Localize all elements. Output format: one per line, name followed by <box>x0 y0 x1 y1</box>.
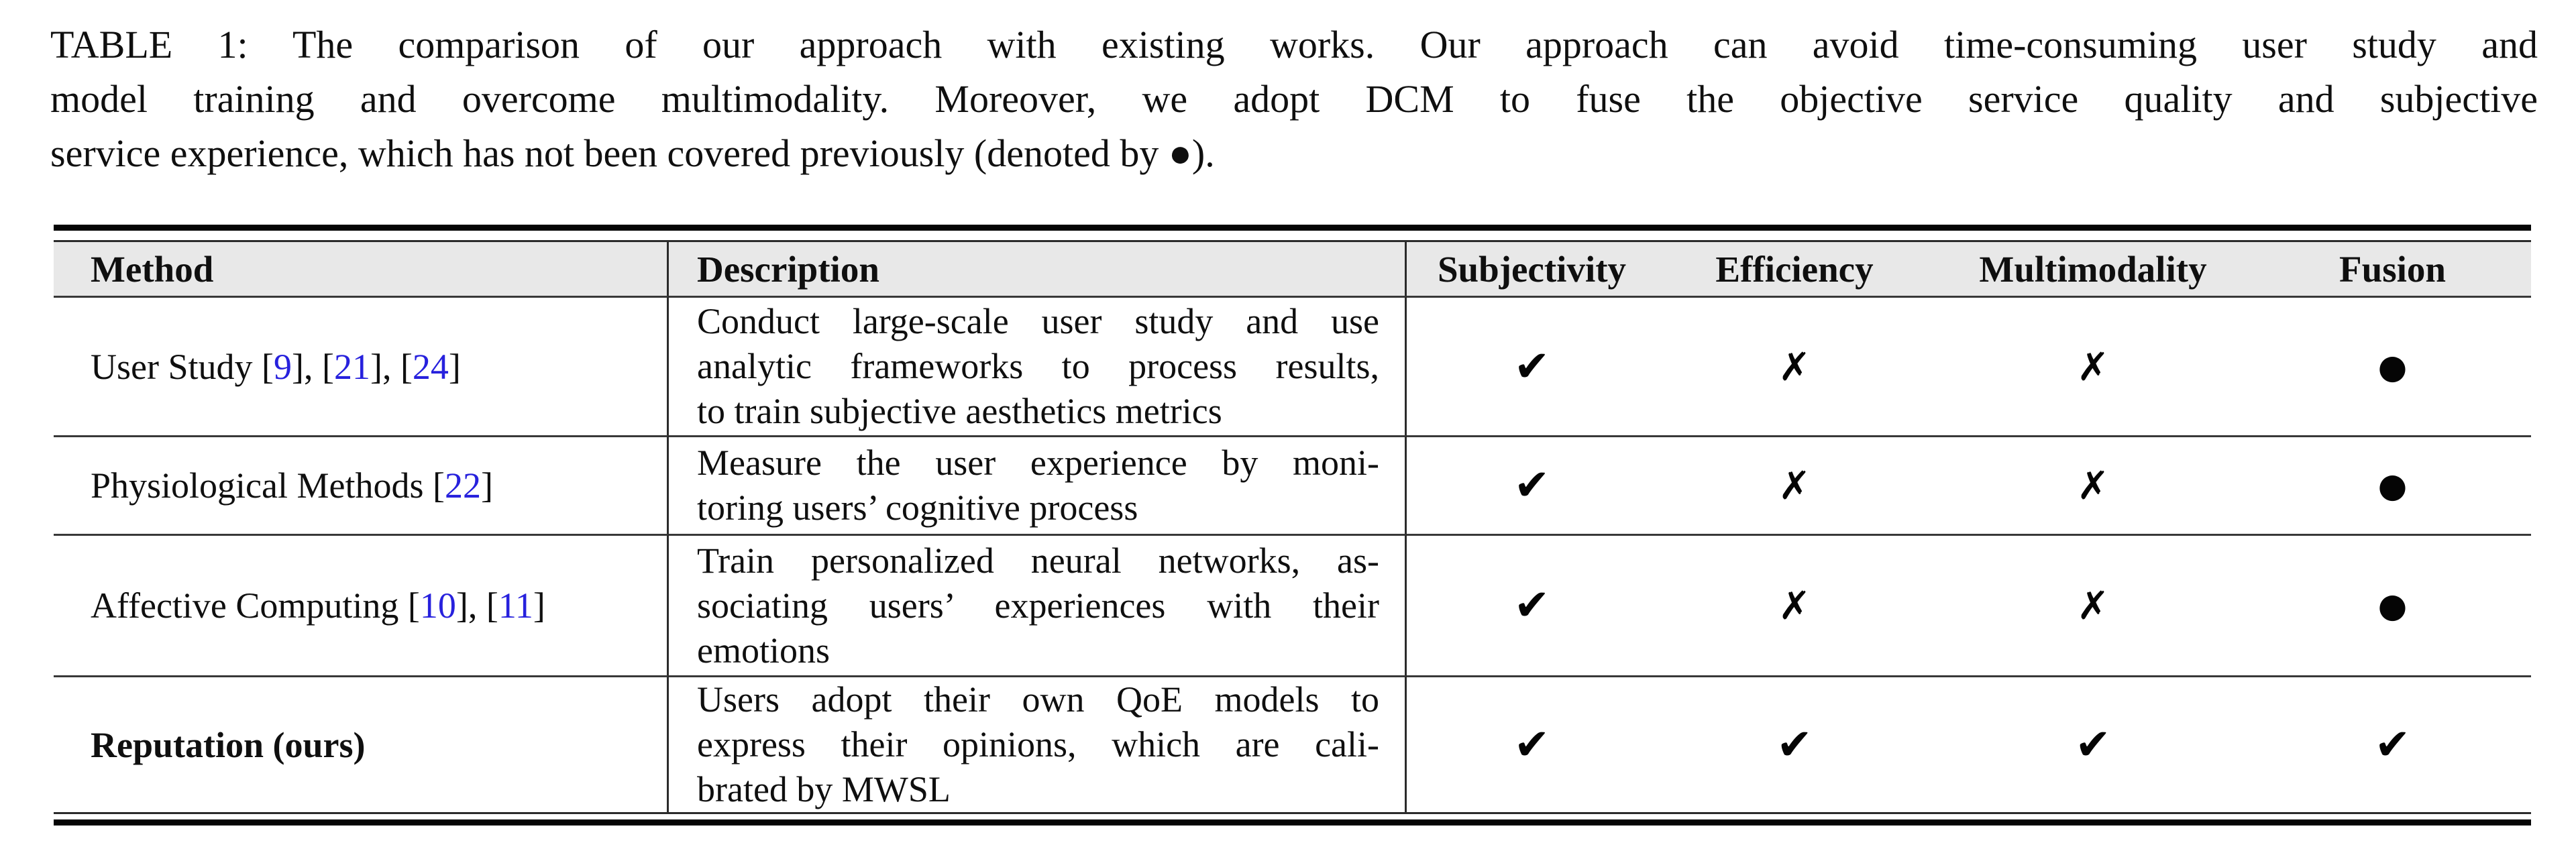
table-caption: TABLE 1: The comparison of our approach … <box>50 17 2538 180</box>
cross-mark-icon: ✗ <box>1932 534 2254 675</box>
method-cell: Physiological Methods [22] <box>54 435 669 534</box>
check-mark-icon: ✔ <box>1932 675 2254 812</box>
comparison-table: Method Description Subjectivity Efficien… <box>54 240 2531 814</box>
cross-mark-icon: ✗ <box>1932 296 2254 435</box>
method-name: User Study <box>91 346 253 387</box>
col-header-multimodality: Multimodality <box>1932 242 2254 296</box>
citation-link[interactable]: 11 <box>498 585 533 626</box>
description-line: express their opinions, which are cali- <box>697 724 1379 764</box>
method-name: Affective Computing <box>91 585 399 626</box>
description-line: analytic frameworks to process results, <box>697 346 1379 386</box>
description-line: emotions <box>697 630 830 671</box>
check-mark-icon: ✔ <box>1407 296 1657 435</box>
description-cell: Train personalized neural networks, as-s… <box>669 534 1407 675</box>
method-name: Reputation (ours) <box>91 724 366 765</box>
cross-mark-icon: ✗ <box>1932 435 2254 534</box>
dot-mark-icon: ● <box>2254 296 2531 435</box>
method-cell: Affective Computing [10], [11] <box>54 534 669 675</box>
col-header-description: Description <box>669 242 1407 296</box>
col-header-subjectivity: Subjectivity <box>1407 242 1657 296</box>
description-line: toring users’ cognitive process <box>697 488 1138 528</box>
method-cell: Reputation (ours) <box>54 675 669 812</box>
caption-line: TABLE 1: The comparison of our approach … <box>50 23 2538 66</box>
dot-mark-icon: ● <box>2254 435 2531 534</box>
description-line: Measure the user experience by moni- <box>697 443 1379 483</box>
col-header-method: Method <box>54 242 669 296</box>
check-mark-icon: ✔ <box>2254 675 2531 812</box>
cross-mark-icon: ✗ <box>1657 435 1932 534</box>
caption-line: model training and overcome multimodalit… <box>50 77 2538 121</box>
method-cell: User Study [9], [21], [24] <box>54 296 669 435</box>
check-mark-icon: ✔ <box>1407 675 1657 812</box>
top-rule <box>54 225 2531 231</box>
col-header-efficiency: Efficiency <box>1657 242 1932 296</box>
description-line: brated by MWSL <box>697 769 951 809</box>
caption-line: service experience, which has not been c… <box>50 131 1215 175</box>
method-name: Physiological Methods <box>91 465 424 506</box>
citation-link[interactable]: 10 <box>419 585 456 626</box>
check-mark-icon: ✔ <box>1407 534 1657 675</box>
bottom-rule <box>54 819 2531 826</box>
description-line: Users adopt their own QoE models to <box>697 679 1379 720</box>
citation-link[interactable]: 21 <box>333 346 370 387</box>
description-line: to train subjective aesthetics metrics <box>697 391 1222 431</box>
description-cell: Measure the user experience by moni-tori… <box>669 435 1407 534</box>
check-mark-icon: ✔ <box>1657 675 1932 812</box>
check-mark-icon: ✔ <box>1407 435 1657 534</box>
citation-link[interactable]: 22 <box>444 465 481 506</box>
table-wrap: Method Description Subjectivity Efficien… <box>54 225 2531 826</box>
cross-mark-icon: ✗ <box>1657 534 1932 675</box>
dot-mark-icon: ● <box>2254 534 2531 675</box>
description-line: Train personalized neural networks, as- <box>697 540 1379 581</box>
description-line: Conduct large-scale user study and use <box>697 301 1379 341</box>
cross-mark-icon: ✗ <box>1657 296 1932 435</box>
citation-link[interactable]: 9 <box>273 346 292 387</box>
col-header-fusion: Fusion <box>2254 242 2531 296</box>
description-cell: Conduct large-scale user study and use an… <box>669 296 1407 435</box>
description-line: sociating users’ experiences with their <box>697 585 1379 626</box>
citation-link[interactable]: 24 <box>412 346 449 387</box>
